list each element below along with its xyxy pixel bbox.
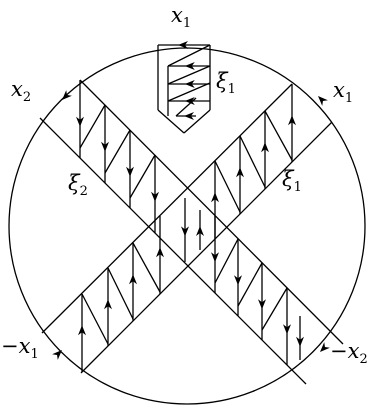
arrowhead-icon	[296, 336, 304, 347]
label-xi1-right: ξ1	[282, 167, 302, 195]
arrowhead-icon	[283, 324, 291, 335]
arrowhead-icon	[184, 97, 195, 105]
arrowhead-icon	[184, 112, 194, 120]
label-neg-x2: −x2	[330, 339, 368, 367]
arrowhead-icon	[101, 141, 109, 152]
label-xi1-top: ξ1	[216, 69, 236, 97]
arrowhead-icon	[184, 80, 195, 88]
wedge-diagonal	[167, 44, 211, 67]
arrowhead-icon	[288, 115, 296, 126]
arrowhead-icon	[320, 342, 330, 352]
label-left-x2: x2	[11, 77, 31, 105]
arrowhead-icon	[211, 192, 219, 203]
arrowhead-icon	[181, 226, 189, 237]
label-right-x1: x1	[333, 78, 353, 106]
arrowhead-icon	[52, 350, 62, 360]
label-top-x1: x1	[171, 3, 191, 31]
band-b-diagonal	[239, 135, 266, 188]
wedge-diagonal	[175, 97, 197, 117]
band-b-edge-lower	[80, 121, 333, 374]
wedge-diagonal	[167, 82, 211, 102]
band-b-diagonal	[107, 267, 134, 320]
arrowhead-icon	[76, 116, 84, 127]
label-xi2: ξ2	[68, 171, 88, 199]
band-a-diagonal	[214, 238, 239, 284]
band-a-diagonal	[129, 154, 156, 199]
band-a-edge-lower	[79, 79, 344, 345]
wedge-bottom-left	[157, 109, 185, 134]
label-neg-x1: −x1	[1, 334, 39, 362]
arrowhead-icon	[236, 167, 244, 178]
band-b-diagonal	[214, 160, 241, 213]
arrowhead-icon	[129, 274, 137, 285]
arrowhead-icon	[104, 299, 112, 310]
arrowhead-icon	[156, 247, 164, 258]
arrowhead-icon	[258, 299, 266, 310]
arrowhead-icon	[178, 41, 188, 49]
arrowhead-icon	[151, 191, 159, 202]
band-a-diagonal	[261, 287, 288, 331]
arrowhead-icon	[62, 90, 72, 100]
band-b-diagonal	[132, 242, 161, 293]
band-b-diagonal	[81, 293, 109, 345]
band-a-diagonal	[79, 104, 106, 149]
arrowhead-icon	[318, 96, 328, 106]
arrowhead-icon	[78, 325, 86, 336]
arrowhead-icon	[126, 166, 134, 177]
arrowhead-icon	[184, 62, 195, 70]
arrowhead-icon	[261, 142, 269, 153]
arrowhead-icon	[234, 275, 242, 286]
diagram-geometry	[8, 41, 366, 405]
arrowhead-icon	[211, 252, 219, 263]
band-b-edge-upper	[41, 83, 293, 334]
band-b-diagonal	[264, 110, 293, 161]
band-a-diagonal	[237, 262, 263, 307]
arrowhead-icon	[196, 226, 204, 236]
wedge-bottom-right	[183, 109, 211, 134]
wedge-diagonal	[167, 65, 211, 85]
band-a-diagonal	[104, 129, 131, 174]
